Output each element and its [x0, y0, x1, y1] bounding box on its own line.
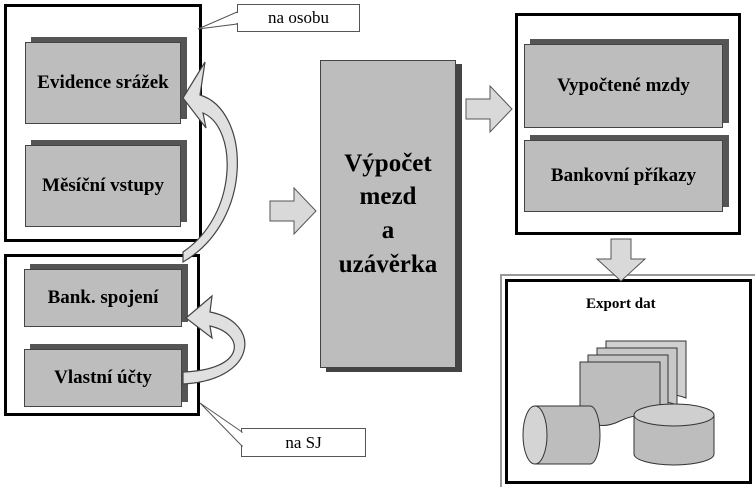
- output-group: [515, 13, 741, 235]
- arrow-to-outputs-icon: [465, 84, 513, 134]
- evidence-srazek-box: Evidence srážek: [25, 42, 181, 124]
- export-dat-title: Export dat: [586, 296, 656, 312]
- person-data-group: [4, 4, 202, 242]
- na-osobu-callout: na osobu: [237, 4, 360, 32]
- vlastni-ucty-box: Vlastní účty: [24, 349, 182, 407]
- vypocet-mezd-box: Výpočet mezd a uzávěrka: [320, 60, 456, 368]
- curved-arrow-bottom-icon: [182, 294, 246, 385]
- na-sj-callout: na SJ: [241, 428, 366, 457]
- callout-pointer-bottom: [199, 402, 244, 448]
- curved-arrow-top-icon: [182, 61, 238, 264]
- mesicni-vstupy-box: Měsíční vstupy: [25, 145, 181, 227]
- vypoctene-mzdy-box: Vypočtené mzdy: [524, 44, 723, 128]
- sj-data-group: [4, 254, 200, 416]
- bank-spojeni-box: Bank. spojení: [24, 269, 182, 327]
- arrow-to-center-icon: [269, 186, 317, 236]
- storage-drum-icon: [522, 405, 601, 465]
- arrow-to-export-icon: [595, 238, 647, 282]
- callout-pointer-top: [197, 11, 239, 30]
- disk-storage-icon: [633, 403, 715, 466]
- bankovni-prikazy-box: Bankovní příkazy: [524, 140, 723, 212]
